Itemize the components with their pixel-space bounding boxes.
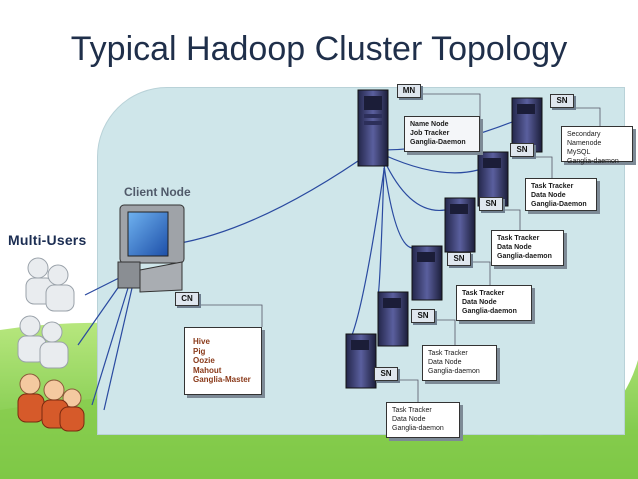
slave5-line-3: Ganglia-daemon — [428, 368, 480, 375]
master-server — [357, 89, 389, 167]
master-links — [174, 121, 513, 336]
slave6-line-1: Task Tracker — [392, 407, 432, 414]
multi-users-figures — [17, 257, 85, 432]
master-line-3: Ganglia-Daemon — [410, 139, 466, 146]
slave3-line-2: Data Node — [497, 244, 532, 251]
slave-box-4: Task Tracker Data Node Ganglia-daemon — [456, 285, 532, 321]
sn-tag-1: SN — [550, 94, 574, 108]
slave2-line-2: Data Node — [531, 192, 566, 199]
sn-tag-2: SN — [510, 143, 534, 157]
sn-tag-5: SN — [411, 309, 435, 323]
client-line-2: Pig — [193, 346, 206, 356]
user-links — [77, 274, 133, 411]
slave2-line-3: Ganglia-Daemon — [531, 201, 587, 208]
slave6-line-3: Ganglia-daemon — [392, 425, 444, 432]
slave3-line-1: Task Tracker — [497, 235, 540, 242]
slave4-line-2: Data Node — [462, 299, 497, 306]
slave6-line-2: Data Node — [392, 416, 426, 423]
slave5-line-1: Task Tracker — [428, 350, 468, 357]
client-line-4: Mahout — [193, 365, 222, 375]
client-node-box: Hive Pig Oozie Mahout Ganglia-Master — [184, 327, 262, 395]
slave1-line-3: MySQL — [567, 149, 591, 156]
sn-tag-3: SN — [479, 197, 503, 211]
secondary-namenode-box: Secondary Namenode MySQL Ganglia-daemon — [561, 126, 633, 165]
slave3-line-3: Ganglia-daemon — [497, 253, 552, 260]
slave5-line-2: Data Node — [428, 359, 462, 366]
slave4-line-1: Task Tracker — [462, 290, 505, 297]
slave1-line-1: Secondary — [567, 131, 601, 138]
multi-users-label: Multi-Users — [8, 232, 87, 248]
master-node-box: Name Node Job Tracker Ganglia-Daemon — [404, 116, 480, 152]
client-node-label: Client Node — [124, 185, 191, 199]
page-title: Typical Hadoop Cluster Topology — [70, 30, 568, 68]
sn-tag-6: SN — [374, 367, 398, 381]
mn-tag: MN — [397, 84, 421, 98]
slave2-line-1: Task Tracker — [531, 183, 574, 190]
client-line-3: Oozie — [193, 356, 215, 365]
callout-lines — [196, 93, 601, 402]
client-line-5: Ganglia-Master — [193, 375, 251, 384]
slave-box-5: Task Tracker Data Node Ganglia-daemon — [422, 345, 497, 381]
slave-box-3: Task Tracker Data Node Ganglia-daemon — [491, 230, 564, 266]
client-computer — [117, 204, 185, 293]
slave1-line-2: Namenode — [567, 140, 602, 147]
sn-tag-4: SN — [447, 252, 471, 266]
cn-tag: CN — [175, 292, 199, 306]
slave-box-2: Task Tracker Data Node Ganglia-Daemon — [525, 178, 597, 211]
slave4-line-3: Ganglia-daemon — [462, 308, 517, 315]
slave1-line-4: Ganglia-daemon — [567, 158, 619, 165]
slave-box-6: Task Tracker Data Node Ganglia-daemon — [386, 402, 460, 438]
master-line-1: Name Node — [410, 121, 449, 128]
master-line-2: Job Tracker — [410, 130, 450, 137]
client-line-1: Hive — [193, 337, 210, 346]
